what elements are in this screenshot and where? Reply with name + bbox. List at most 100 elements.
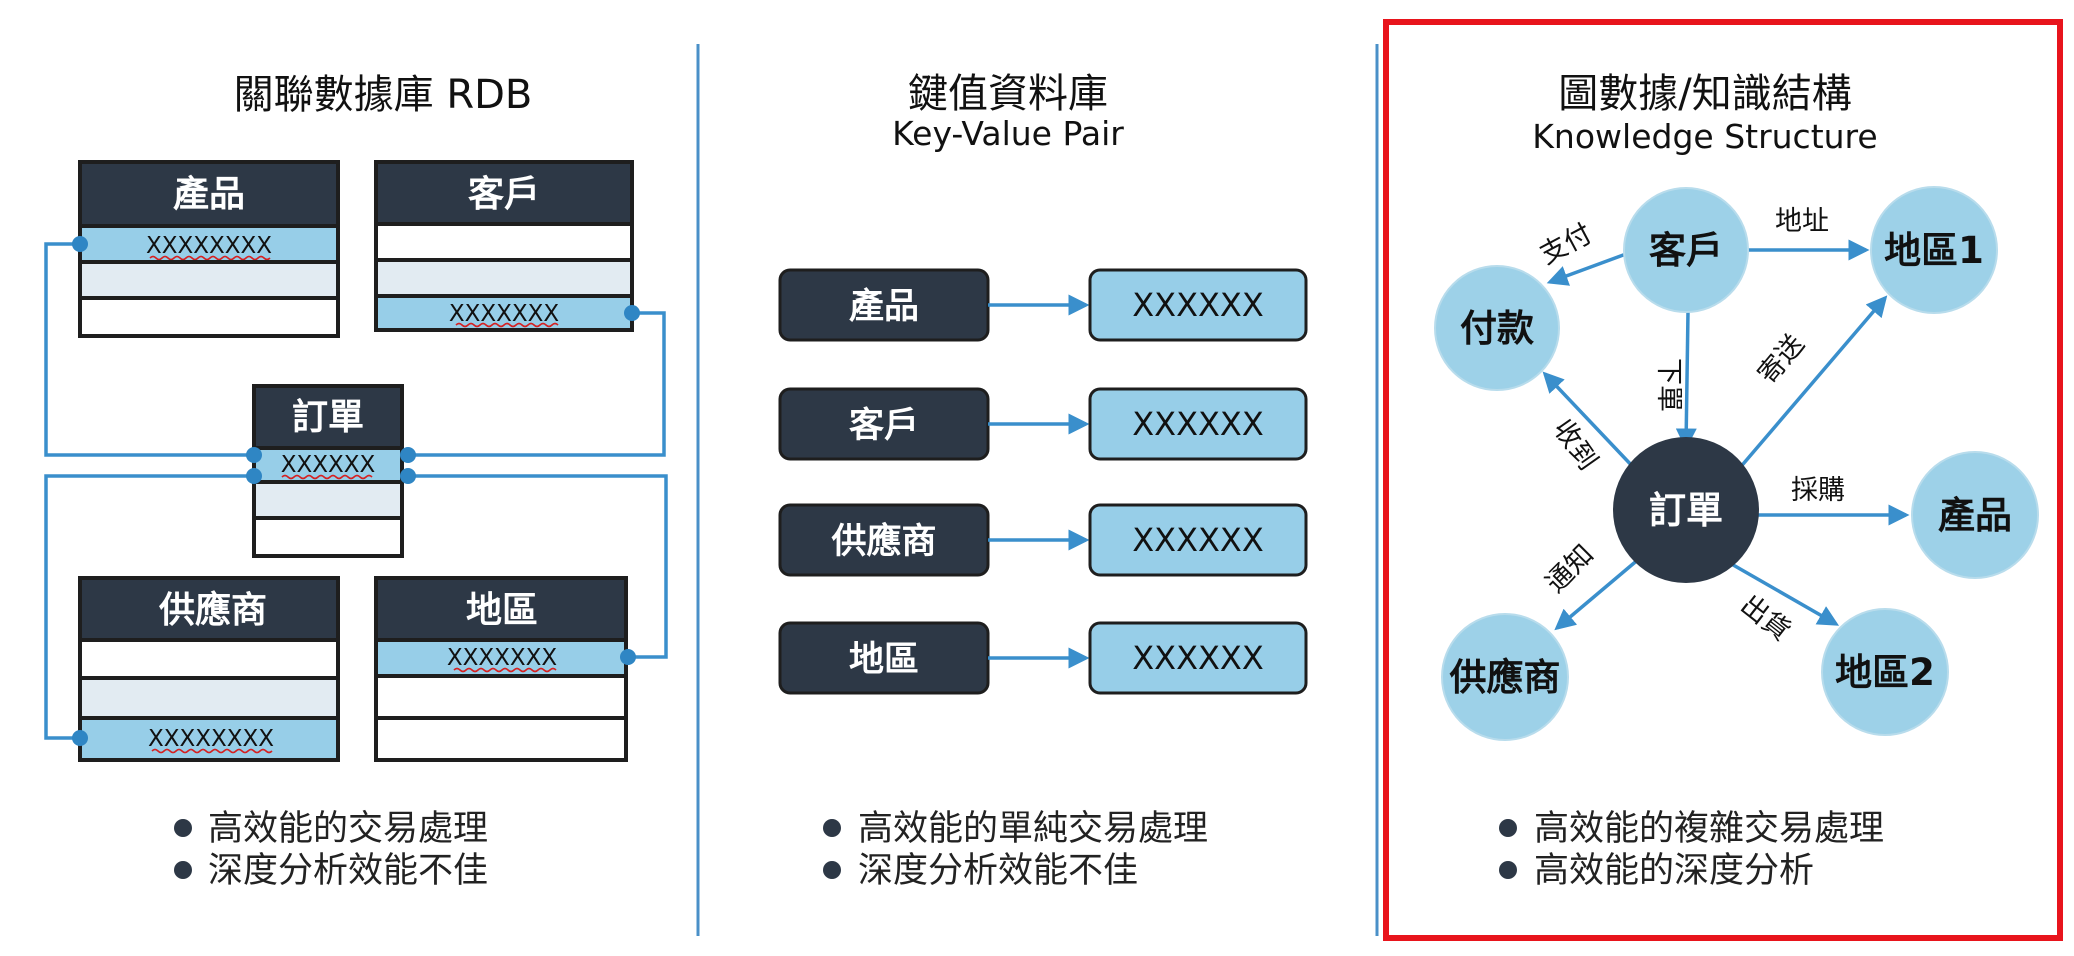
table-supplier-row-2 [78, 676, 340, 720]
edge-label-receive: 收到 [1547, 414, 1603, 476]
node-region2 [1821, 608, 1949, 736]
table-customer-row-1 [374, 222, 634, 262]
dot-order-left-1 [246, 447, 262, 463]
node-order-label: 訂單 [1649, 489, 1723, 532]
kv-value-4: XXXXXX [1132, 639, 1264, 677]
node-region1-label: 地區1 [1884, 229, 1984, 272]
kv-value-box [1088, 621, 1308, 695]
node-customer [1623, 187, 1749, 313]
kv-value-1: XXXXXX [1132, 286, 1264, 324]
edge-label-pay: 支付 [1535, 218, 1597, 271]
table-supplier: 供應商 XXXXXXXX [78, 576, 340, 762]
edge-customer-payment [1546, 252, 1627, 286]
dot-supplier [72, 730, 88, 746]
kv-value-box [1088, 268, 1308, 342]
table-supplier-cell: XXXXXXXX [148, 726, 274, 752]
connector-order-supplier [44, 474, 254, 740]
rdb-connectors [44, 242, 668, 740]
kv-key-1: 產品 [849, 286, 919, 327]
kv-panel: 鍵值資料庫 Key-Value Pair 產品 XXXXXX 客戶 XXXXXX… [778, 71, 1308, 891]
table-region: 地區 XXXXXXX [374, 576, 628, 762]
table-region-row-2 [374, 674, 628, 720]
table-region-cell: XXXXXXX [447, 645, 558, 671]
edge-customer-order [1675, 311, 1697, 450]
graph-title: 圖數據/知識結構 [1558, 71, 1851, 117]
node-customer-label: 客戶 [1649, 229, 1723, 272]
edge-order-payment [1542, 371, 1638, 472]
rdb-title: 關聯數據庫 RDB [234, 72, 533, 118]
graph-panel: 圖數據/知識結構 Knowledge Structure 支付 地址 下單 寄送… [1383, 19, 2063, 941]
kv-value-2: XXXXXX [1132, 405, 1264, 443]
rdb-panel: 關聯數據庫 RDB 產品 XXXXXXXX 客戶 XXXXXXX [44, 72, 668, 891]
rdb-bullet-1: 高效能的交易處理 [208, 809, 488, 849]
bullet-marker [1499, 819, 1517, 837]
table-supplier-name: 供應商 [159, 589, 267, 631]
bullet-marker [823, 819, 841, 837]
table-customer-header [374, 160, 634, 226]
edge-label-purchase: 採購 [1791, 475, 1845, 506]
kv-bullet-2: 深度分析效能不佳 [858, 851, 1138, 891]
graph-edges [1542, 239, 1910, 631]
table-customer: 客戶 XXXXXXX [374, 160, 634, 332]
edge-order-region2 [1727, 560, 1840, 626]
rdb-bullet-2: 深度分析效能不佳 [208, 851, 488, 891]
node-supplier [1441, 613, 1569, 741]
edge-label-ship-to: 寄送 [1752, 329, 1810, 390]
edge-label-notify: 通知 [1540, 539, 1600, 599]
bullet-marker [1499, 861, 1517, 879]
graph-subtitle: Knowledge Structure [1532, 117, 1877, 156]
table-product-header [78, 160, 340, 228]
dot-customer [624, 305, 640, 321]
connector-product-order [44, 242, 254, 457]
node-payment-label: 付款 [1460, 307, 1534, 350]
table-product-row-3 [78, 296, 340, 338]
kv-title: 鍵值資料庫 [908, 71, 1108, 117]
edge-label-place-order: 下單 [1653, 358, 1684, 412]
edge-label-address: 地址 [1775, 206, 1829, 237]
table-customer-cell: XXXXXXX [449, 301, 560, 327]
node-order [1613, 437, 1759, 583]
table-order-header [252, 384, 404, 450]
kv-bullet-1: 高效能的單純交易處理 [858, 809, 1208, 849]
table-product-cell: XXXXXXXX [146, 233, 272, 259]
table-supplier-row-1 [78, 638, 340, 680]
table-order-row-1 [252, 446, 404, 484]
node-product [1911, 451, 2039, 579]
bullet-marker [823, 861, 841, 879]
graph-bullet-1: 高效能的複雜交易處理 [1534, 809, 1884, 849]
table-customer-name: 客戶 [468, 174, 540, 215]
dot-order-right-1 [400, 447, 416, 463]
table-product-row-2 [78, 260, 340, 300]
edge-order-supplier [1554, 556, 1642, 631]
dot-order-left-2 [246, 468, 262, 484]
kv-value-box [1088, 503, 1308, 577]
table-order-row-2 [252, 480, 404, 520]
kv-value-box [1088, 387, 1308, 461]
bullet-marker [174, 819, 192, 837]
table-order-name: 訂單 [292, 397, 364, 438]
bullet-marker [174, 861, 192, 879]
kv-key-2: 客戶 [849, 405, 919, 446]
edge-label-ship: 出貨 [1734, 589, 1796, 647]
node-product-label: 產品 [1938, 494, 2012, 537]
graph-bullet-2: 高效能的深度分析 [1534, 851, 1814, 891]
table-region-row-3 [374, 716, 628, 762]
dot-product [72, 236, 88, 252]
kv-value-3: XXXXXX [1132, 521, 1264, 559]
node-payment [1434, 265, 1560, 391]
table-order-row-3 [252, 516, 404, 558]
kv-key-4: 地區 [849, 640, 919, 680]
table-product: 產品 XXXXXXXX [78, 160, 340, 338]
dot-region [620, 649, 636, 665]
table-region-name: 地區 [466, 590, 538, 631]
kv-subtitle: Key-Value Pair [892, 114, 1124, 153]
dot-order-right-2 [400, 468, 416, 484]
highlight-frame [1383, 19, 2063, 941]
node-supplier-label: 供應商 [1450, 656, 1561, 699]
node-region1 [1870, 186, 1998, 314]
table-customer-row-2 [374, 258, 634, 298]
table-product-name: 產品 [173, 174, 245, 215]
connector-customer-order [408, 311, 666, 457]
node-region2-label: 地區2 [1835, 651, 1935, 694]
